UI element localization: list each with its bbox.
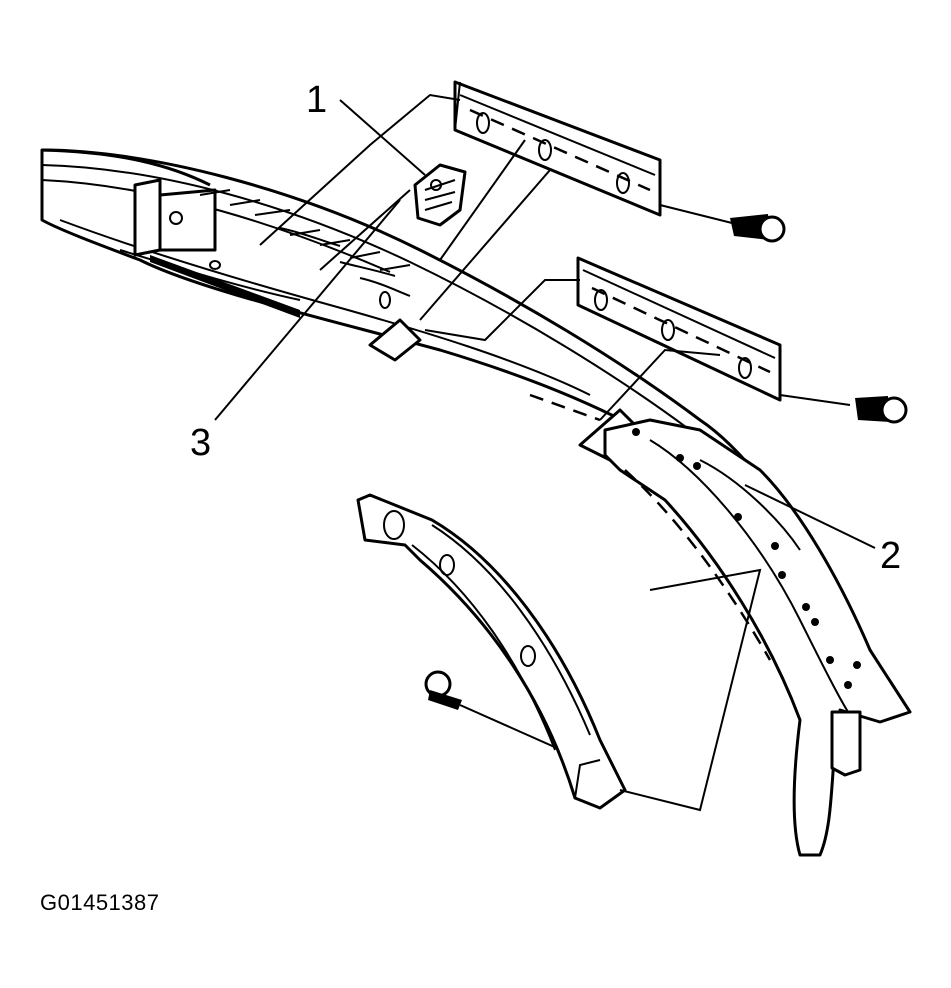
callout-3: 3 [190, 199, 401, 464]
upper-molding-strip [453, 80, 662, 217]
fastener-middle [855, 396, 908, 424]
assembly-leader-lines [259, 93, 851, 422]
lower-pillar-trim [356, 493, 627, 810]
svg-text:2: 2 [880, 535, 901, 577]
callout-2: 2 [744, 484, 901, 577]
pillar-trim [603, 418, 912, 857]
callout-1: 1 [306, 79, 426, 176]
svg-text:3: 3 [190, 422, 211, 464]
svg-text:1: 1 [306, 79, 327, 121]
fastener-upper [730, 214, 786, 243]
left-end-bracket [133, 178, 300, 318]
middle-molding-strip [576, 256, 782, 402]
figure-id: G01451387 [40, 890, 160, 915]
retainer-clip [413, 163, 467, 227]
reference-outline [619, 568, 762, 812]
rail-ribbing [199, 189, 411, 309]
